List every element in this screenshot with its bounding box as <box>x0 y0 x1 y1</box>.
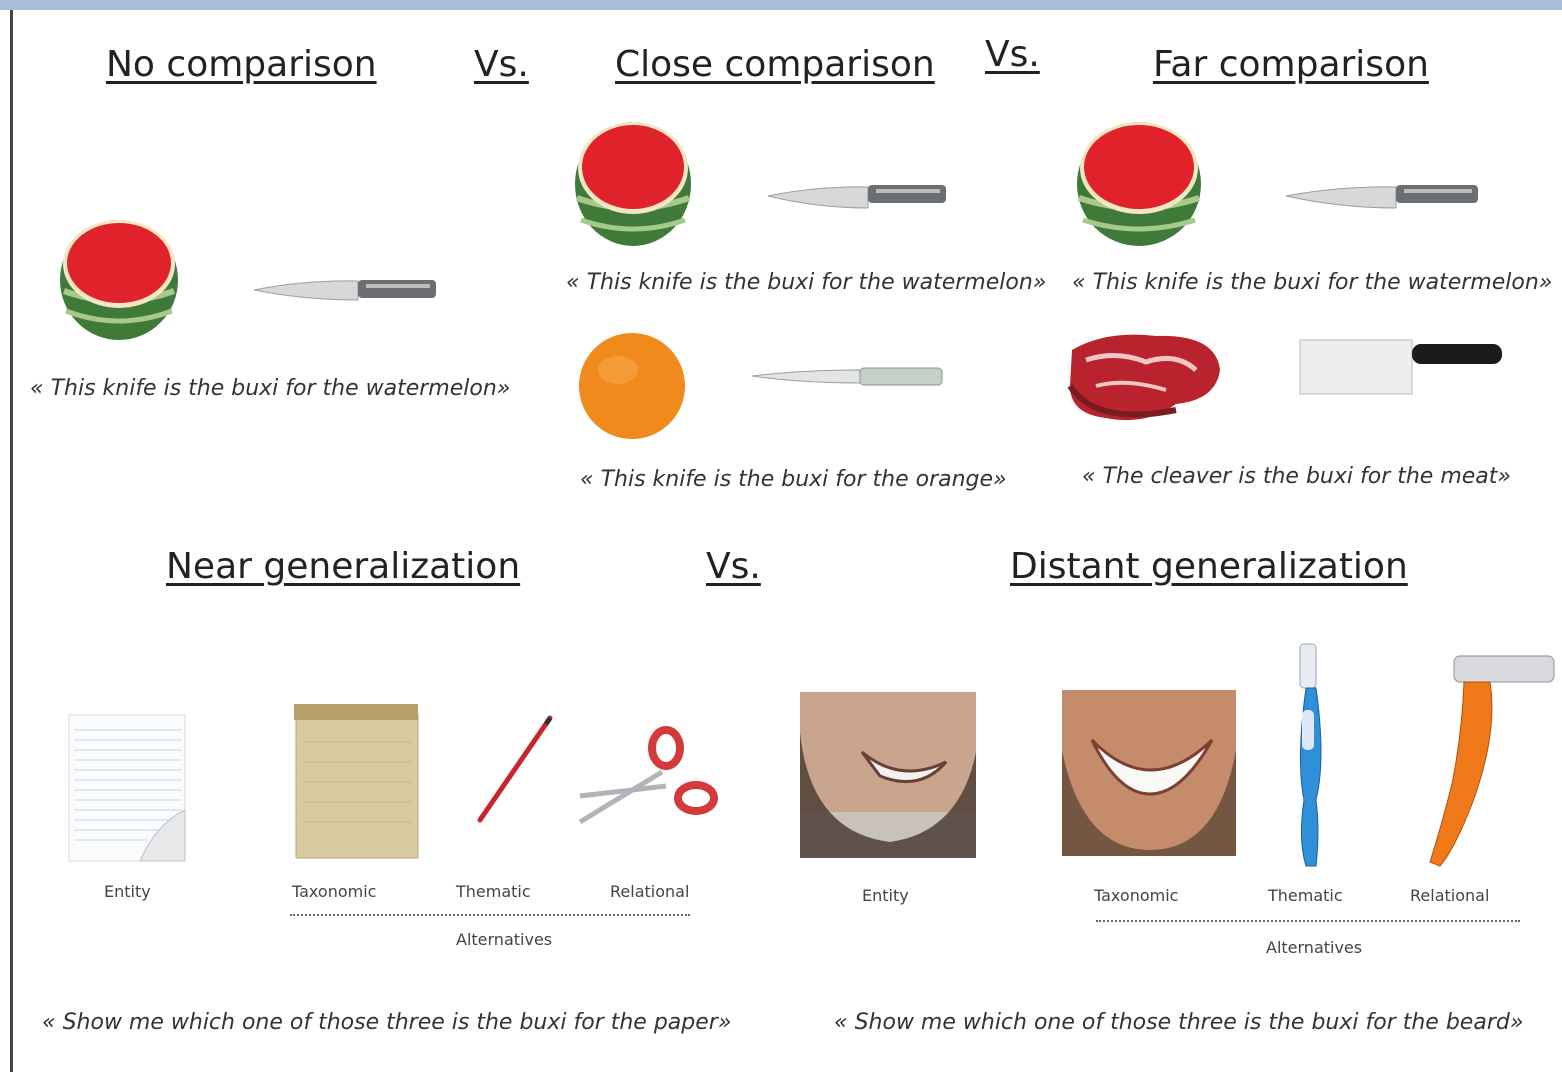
figure-frame <box>10 10 1562 1072</box>
caption-far-1: « This knife is the buxi for the waterme… <box>1072 270 1552 295</box>
razor-image-relational <box>1424 654 1558 868</box>
caption-near-generalization: « Show me which one of those three is th… <box>42 1010 731 1035</box>
knife-image-no-comparison <box>254 276 438 304</box>
heading-no-comparison: No comparison <box>106 44 377 85</box>
near-label-alternatives: Alternatives <box>456 930 552 949</box>
pencil-image-thematic <box>474 714 556 824</box>
caption-distant-generalization: « Show me which one of those three is th… <box>834 1010 1523 1035</box>
knife-image-close-1 <box>768 182 948 212</box>
smiling-face-image-taxonomic <box>1062 690 1236 856</box>
toothbrush-image-thematic <box>1292 640 1332 868</box>
cleaver-image-far <box>1298 338 1504 396</box>
near-label-thematic: Thematic <box>456 882 531 901</box>
bearded-face-image-entity <box>800 692 976 858</box>
orange-image-close <box>578 332 686 440</box>
distant-alternatives-line <box>1096 920 1520 922</box>
watermelon-image-close <box>573 118 693 248</box>
heading-far-comparison: Far comparison <box>1153 44 1429 85</box>
distant-label-taxonomic: Taxonomic <box>1094 886 1178 905</box>
heading-vs-3: Vs. <box>706 546 761 587</box>
caption-close-2: « This knife is the buxi for the orange» <box>580 467 1007 492</box>
watermelon-image-no-comparison <box>58 216 180 340</box>
distant-label-relational: Relational <box>1410 886 1489 905</box>
notepad-image-taxonomic <box>292 702 420 860</box>
meat-image-far <box>1066 330 1226 426</box>
watermelon-image-far <box>1075 118 1203 248</box>
distant-label-thematic: Thematic <box>1268 886 1343 905</box>
knife-image-far <box>1286 182 1480 212</box>
heading-near-generalization: Near generalization <box>166 546 520 587</box>
heading-vs-1: Vs. <box>474 44 529 85</box>
near-label-taxonomic: Taxonomic <box>292 882 376 901</box>
distant-label-alternatives: Alternatives <box>1266 938 1362 957</box>
caption-far-2: « The cleaver is the buxi for the meat» <box>1082 464 1511 489</box>
heading-distant-generalization: Distant generalization <box>1010 546 1408 587</box>
caption-no-comparison: « This knife is the buxi for the waterme… <box>30 376 510 401</box>
paper-sheet-image-entity <box>68 714 186 862</box>
heading-close-comparison: Close comparison <box>615 44 935 85</box>
distant-label-entity: Entity <box>862 886 909 905</box>
top-window-bar <box>0 0 1562 10</box>
near-label-relational: Relational <box>610 882 689 901</box>
heading-vs-2: Vs. <box>985 34 1040 75</box>
near-label-entity: Entity <box>104 882 151 901</box>
near-alternatives-line <box>290 914 690 916</box>
scissors-image-relational <box>578 726 718 826</box>
caption-close-1: « This knife is the buxi for the waterme… <box>566 270 1046 295</box>
knife-image-close-2 <box>752 364 944 388</box>
